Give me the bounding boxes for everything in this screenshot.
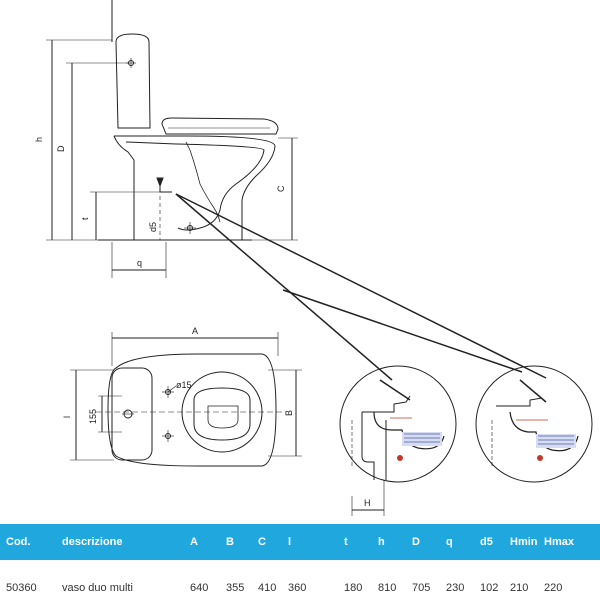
label-H: H (364, 498, 371, 508)
cell-B: 355 (226, 582, 245, 594)
col-header-l: l (288, 524, 344, 560)
label-D: D (56, 145, 66, 152)
label-t: t (80, 217, 90, 220)
label-C: C (276, 185, 286, 192)
label-l: l (62, 416, 72, 418)
detail-view-low-outlet (339, 365, 457, 516)
cell-code: 50360 (6, 582, 37, 594)
col-header-Hmax: Hmax (544, 524, 600, 560)
cell-l: 360 (288, 582, 307, 594)
cell-C: 410 (258, 582, 277, 594)
cell-Hmax: 220 (544, 582, 563, 594)
cell-h: 810 (378, 582, 397, 594)
table-header-row: Cod. descrizione A B C l t h D q d5 Hmin… (0, 524, 600, 560)
label-A: A (192, 326, 198, 336)
dimension-labels: h D t C q d5 A l 155 B ø15 H (34, 137, 371, 508)
col-header-A: A (190, 524, 226, 560)
detail-view-high-outlet (475, 365, 593, 483)
cell-d5: 102 (480, 582, 499, 594)
label-q: q (137, 258, 142, 268)
col-header-t: t (344, 524, 378, 560)
top-view (70, 332, 302, 467)
label-phi15: ø15 (176, 380, 192, 390)
cell-A: 640 (190, 582, 209, 594)
cell-t: 180 (344, 582, 363, 594)
spec-table: Cod. descrizione A B C l t h D q d5 Hmin… (0, 524, 600, 616)
label-d5: d5 (148, 222, 158, 232)
label-155: 155 (88, 409, 98, 424)
col-header-q: q (446, 524, 480, 560)
detail-leader-lines (175, 193, 547, 381)
cell-description: vaso duo multi (62, 582, 133, 594)
col-header-C: C (258, 524, 288, 560)
cell-D: 705 (412, 582, 431, 594)
col-header-code: Cod. (0, 524, 62, 560)
col-header-h: h (378, 524, 412, 560)
technical-drawing: h D t C q d5 A l 155 B ø15 H (34, 0, 593, 516)
cell-q: 230 (446, 582, 465, 594)
col-header-D: D (412, 524, 446, 560)
label-B: B (284, 410, 294, 416)
label-h: h (34, 137, 44, 142)
col-header-description: descrizione (62, 524, 190, 560)
col-header-Hmin: Hmin (510, 524, 544, 560)
col-header-d5: d5 (480, 524, 510, 560)
col-header-B: B (226, 524, 258, 560)
table-row: 50360 vaso duo multi 640 355 410 360 180… (0, 560, 600, 616)
cell-Hmin: 210 (510, 582, 529, 594)
